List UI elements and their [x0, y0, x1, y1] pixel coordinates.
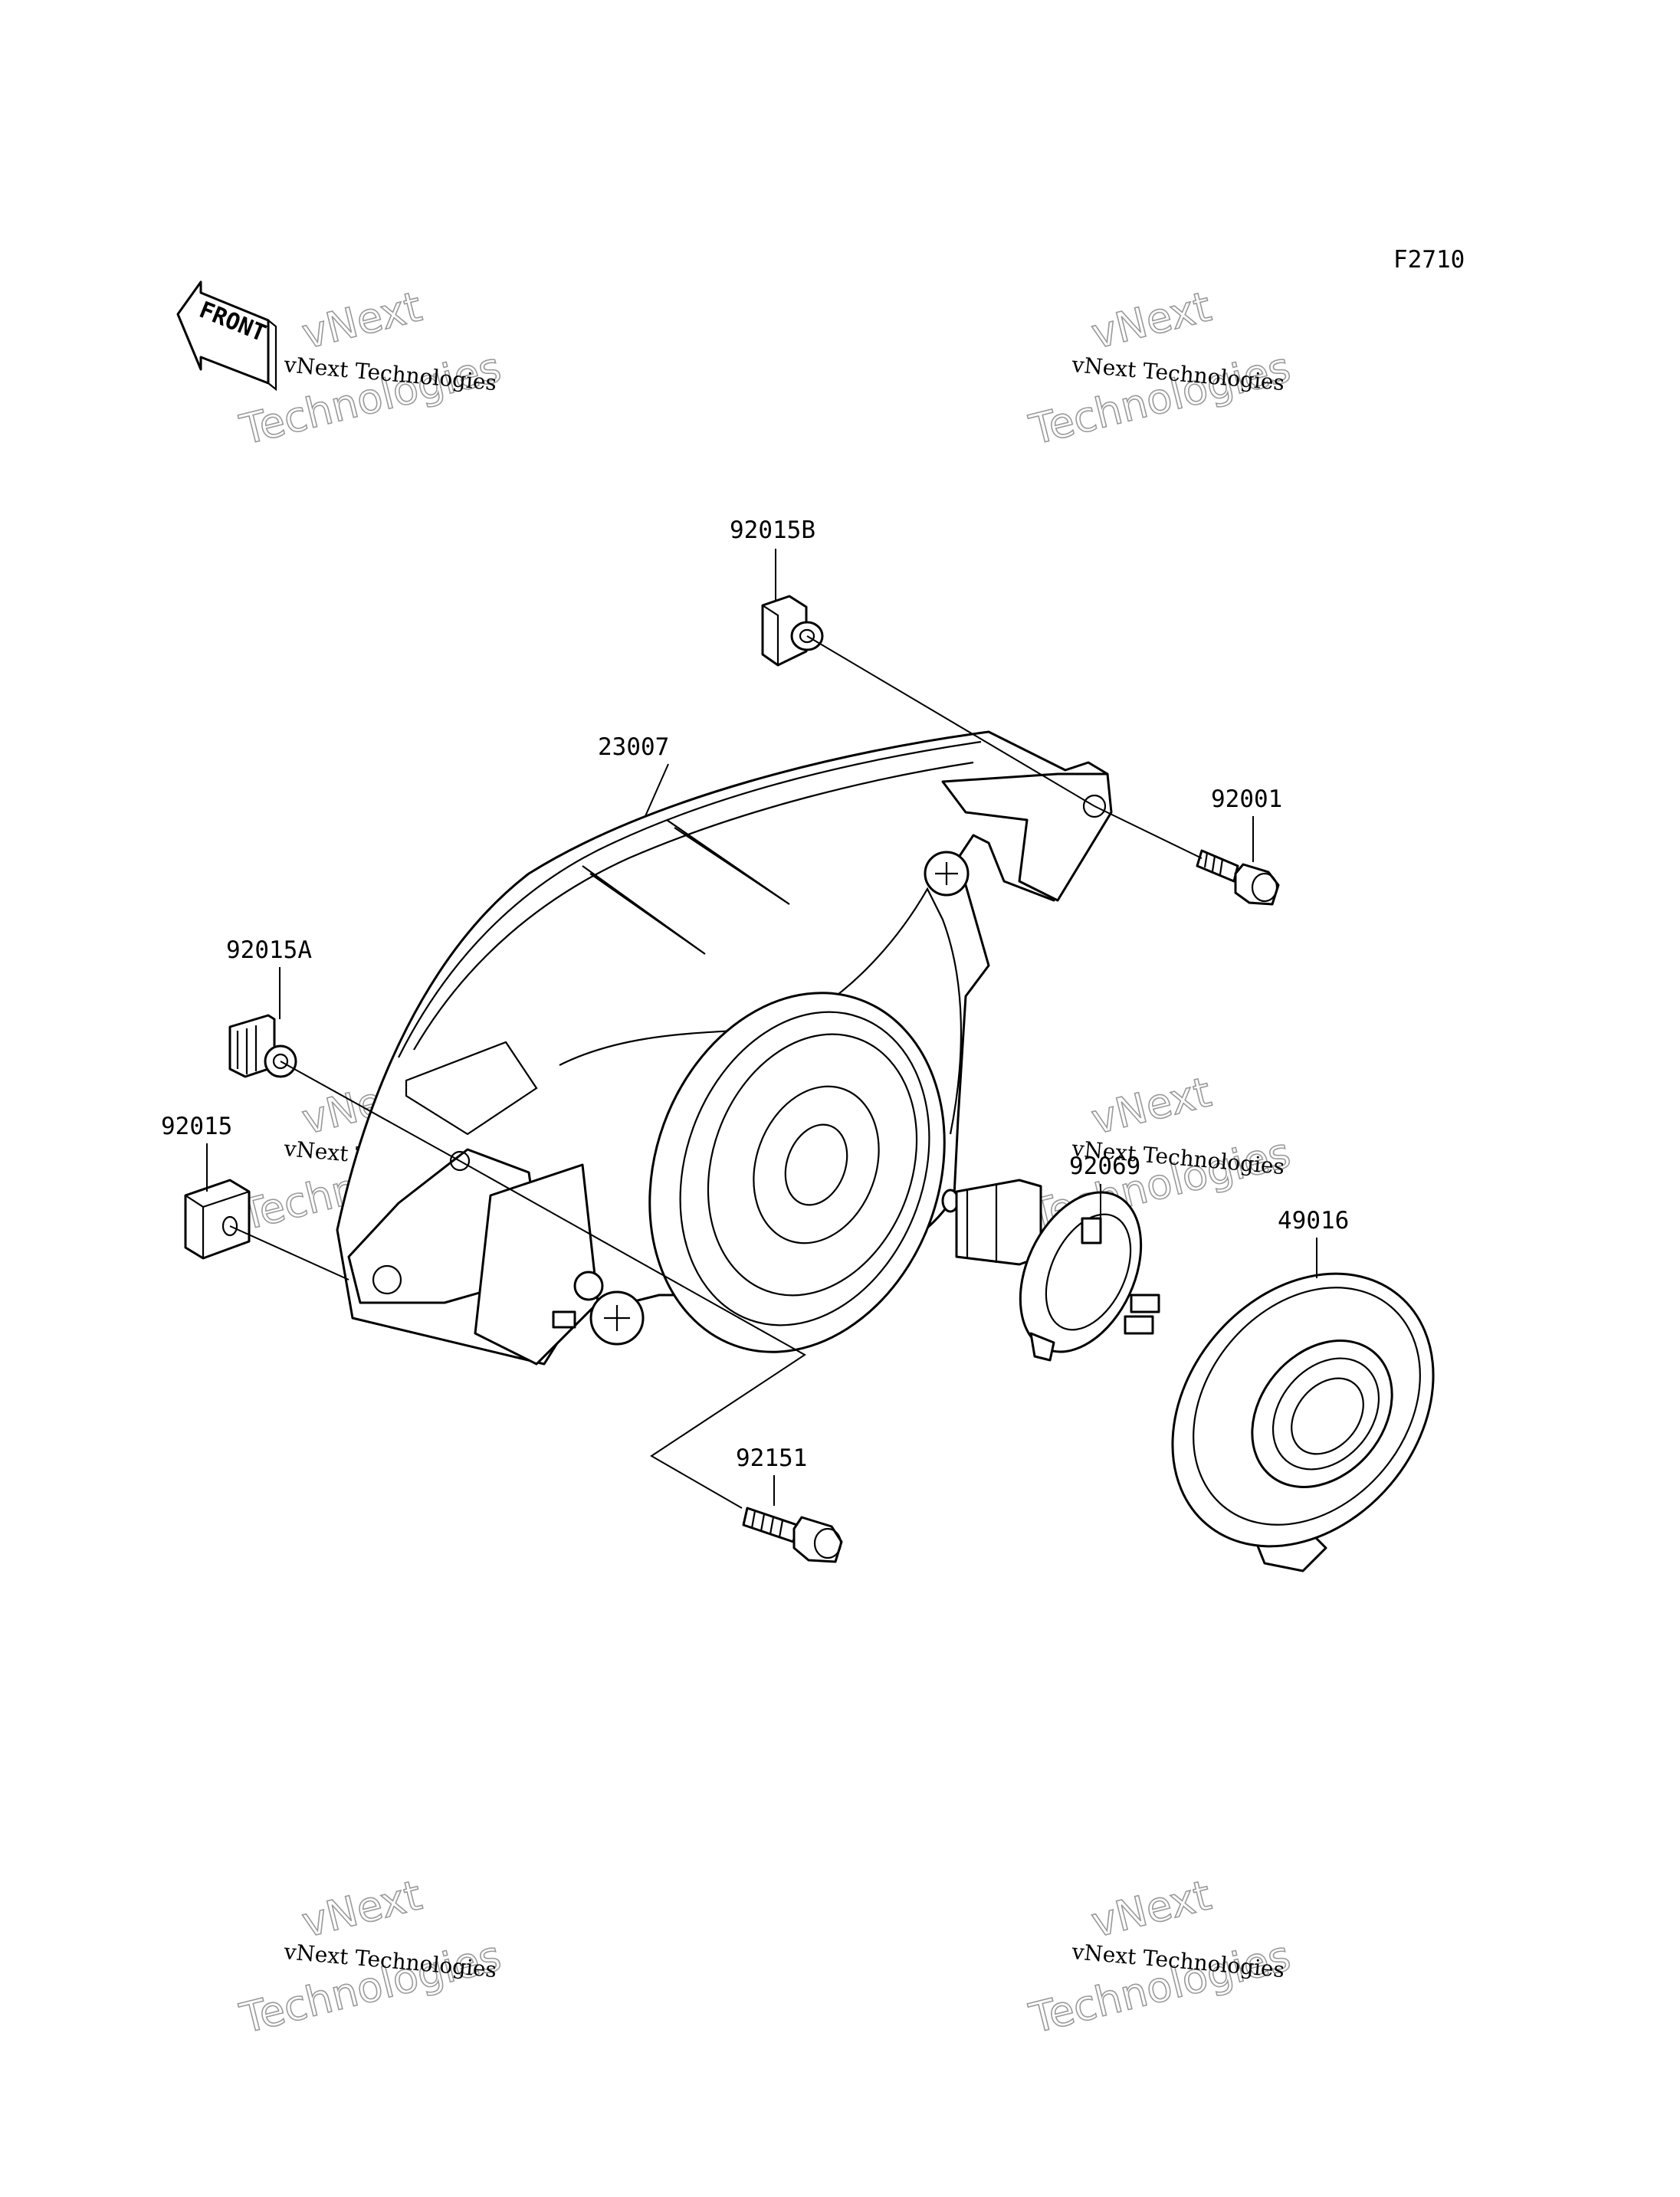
watermark-top-right: vNext Technologies vNext Technologies [1024, 282, 1295, 455]
bulb-92069 [941, 1179, 1160, 1362]
label-92015: 92015 [161, 1113, 232, 1140]
watermark-big-line1: vNext [297, 1871, 426, 1946]
clip-92015a [228, 1014, 297, 1078]
watermark-big-line1: vNext [1087, 1067, 1216, 1143]
label-92015b: 92015B [730, 516, 815, 544]
watermark-bottom-left: vNext Technologies vNext Technologies [235, 1871, 506, 2044]
leader-lines [206, 549, 1317, 1509]
bolt-92151 [742, 1507, 843, 1563]
clip-92015 [184, 1179, 251, 1260]
label-49016: 49016 [1278, 1207, 1349, 1235]
watermark-bottom-right: vNext Technologies vNext Technologies [1024, 1871, 1295, 2044]
watermark-big-line1: vNext [1087, 1871, 1216, 1946]
figure-code: F2710 [1393, 246, 1465, 274]
label-92069: 92069 [1069, 1153, 1140, 1180]
bolt-92001 [1196, 849, 1280, 906]
watermark-big-line1: vNext [297, 282, 426, 358]
label-92151: 92151 [736, 1444, 807, 1472]
headlight-housing [336, 730, 1113, 1366]
clip-92015b [761, 595, 824, 667]
label-92015a: 92015A [226, 936, 312, 964]
front-arrow-icon: FRONT [176, 280, 277, 392]
watermark-big-line1: vNext [1087, 282, 1216, 358]
label-23007: 23007 [598, 733, 669, 761]
cover-49016 [1171, 1272, 1435, 1572]
label-92001: 92001 [1211, 785, 1282, 813]
